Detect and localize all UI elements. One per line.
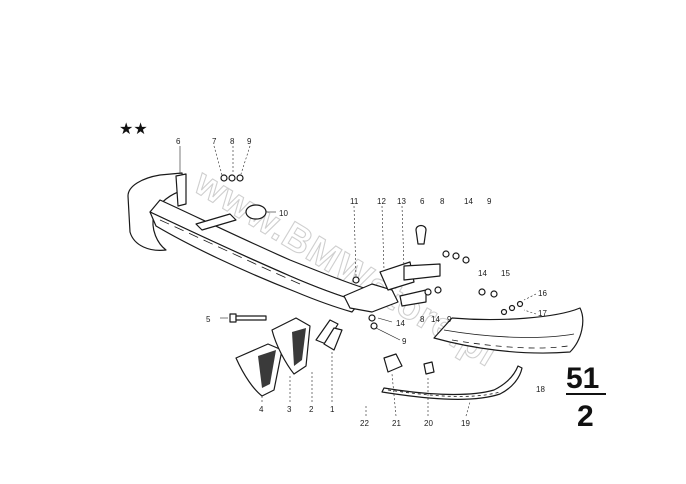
callout-4: 4: [259, 405, 264, 414]
callout-20: 20: [424, 419, 433, 428]
rubber-buffer: [415, 224, 427, 245]
nut-14: [368, 314, 376, 322]
overrider-group: [235, 317, 343, 397]
callout-19: 19: [461, 419, 470, 428]
washer-8: [228, 174, 236, 182]
washer-d: [478, 288, 486, 296]
mount-arm-upper: [403, 263, 441, 281]
callout-18: 18: [536, 385, 545, 394]
clip-21: [383, 353, 403, 373]
star-marks: ★★: [119, 119, 148, 138]
callout-6-mid: 6: [420, 197, 425, 206]
callout-14-top: 14: [464, 197, 473, 206]
center-bracket: [343, 283, 399, 313]
bumper-right-section: [381, 307, 584, 400]
bolt-shank-5: [235, 315, 267, 321]
callout-13: 13: [397, 197, 406, 206]
callout-labels: 6 7 8 9 10 11 12 13 6 8 14 9 14 15 16 17…: [176, 137, 547, 428]
lower-clips: [383, 353, 435, 375]
clip-20: [423, 361, 435, 375]
callout-9-center: 9: [447, 315, 452, 324]
nut-b: [434, 286, 442, 294]
callout-6-top: 6: [176, 137, 181, 146]
group-number-bottom: 2: [577, 400, 594, 433]
callout-14-center-b: 14: [431, 315, 440, 324]
callout-1: 1: [330, 405, 335, 414]
washer-9: [370, 322, 378, 330]
bolt-11: [352, 276, 360, 284]
bumper-bar: [127, 172, 371, 313]
strip-2: [315, 319, 339, 345]
callout-17: 17: [538, 309, 547, 318]
callout-11: 11: [350, 197, 359, 206]
callout-8-top: 8: [230, 137, 235, 146]
bolt-head-5: [229, 313, 237, 323]
bumper-right-end: [433, 307, 584, 354]
callout-15: 15: [501, 269, 510, 278]
hardware-upper-right: [415, 224, 524, 316]
callout-5: 5: [206, 315, 211, 324]
callout-12: 12: [377, 197, 386, 206]
callout-9-mid: 9: [487, 197, 492, 206]
callout-7: 7: [212, 137, 217, 146]
bolt-5-group: [229, 313, 267, 323]
leader-lines: [179, 145, 537, 417]
mount-arm-lower: [399, 289, 427, 307]
callout-3: 3: [287, 405, 292, 414]
callout-14-right: 14: [478, 269, 487, 278]
callout-22: 22: [360, 419, 369, 428]
buffer-10: [245, 204, 267, 220]
washer-a: [442, 250, 450, 258]
washer-16: [500, 308, 508, 316]
bracket-plate-left: [195, 213, 237, 231]
nut-17: [516, 300, 524, 308]
callout-9-top: 9: [247, 137, 252, 146]
callout-14-center: 14: [396, 319, 405, 328]
center-bracket-assembly: [343, 261, 441, 330]
callout-16: 16: [538, 289, 547, 298]
rubber-strip: [381, 365, 523, 400]
callout-2: 2: [309, 405, 314, 414]
callout-9-lower: 9: [402, 337, 407, 346]
strip-1: [323, 327, 343, 351]
stud-6: [175, 173, 187, 207]
washer-b: [452, 252, 460, 260]
nut-16: [508, 304, 516, 312]
nut-c: [490, 290, 498, 298]
callout-21: 21: [392, 419, 401, 428]
washer-c: [424, 288, 432, 296]
group-number-top: 51: [566, 362, 599, 395]
callout-8-mid: 8: [440, 197, 445, 206]
nut-a: [462, 256, 470, 264]
nut-9: [236, 174, 244, 182]
callout-8-center: 8: [420, 315, 425, 324]
washer-7: [220, 174, 228, 182]
callout-10: 10: [279, 209, 288, 218]
